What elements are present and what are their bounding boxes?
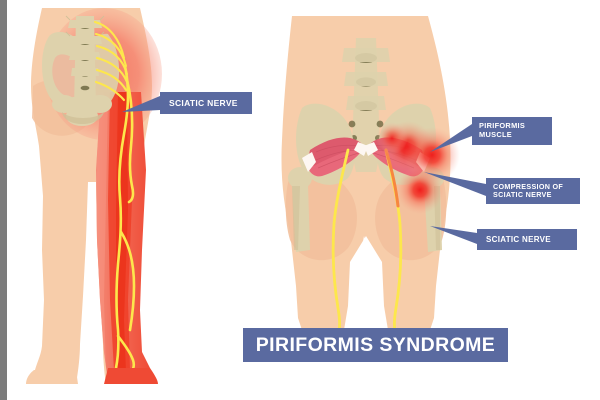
page-title: PIRIFORMIS SYNDROME [255,333,496,356]
callout-sciatic-nerve-right-text: SCIATIC NERVE [486,234,551,244]
gluteal-cleft [360,236,371,310]
left-figure-right-foot [104,368,158,384]
callout-sciatic-nerve-left-text: SCIATIC NERVE [169,97,238,108]
callout-piriformis-muscle-text: PIRIFORMIS MUSCLE [479,121,526,139]
right-figure-femur-left [288,167,312,252]
callout-sciatic-nerve-right: SCIATIC NERVE [477,229,577,250]
left-figure-spine [65,15,105,108]
callout-leaders [122,96,486,244]
left-figure-left-foot [26,370,78,384]
leader-piriformis [430,124,472,152]
leader-sciatic-right [430,226,477,244]
pain-glow-3 [376,122,408,154]
figure-pelvis-buttocks [281,16,460,332]
callout-compression-of-sciatic-nerve: COMPRESSION OF SCIATIC NERVE [486,178,580,204]
callout-piriformis-muscle: PIRIFORMIS MUSCLE [472,117,552,145]
pain-glow-group [376,121,460,214]
sciatic-nerve-left-side [331,148,350,332]
left-edge-bar [0,0,7,400]
callout-sciatic-nerve-left: SCIATIC NERVE [160,92,252,114]
pain-glow-4 [396,166,444,214]
title-banner: PIRIFORMIS SYNDROME [243,328,508,362]
callout-compression-of-sciatic-nerve-text: COMPRESSION OF SCIATIC NERVE [493,181,564,199]
leader-compression [424,172,486,196]
figure-posterior-leg [26,8,162,384]
leader-sciatic-left [122,96,160,112]
piriformis-muscle-left [302,137,368,177]
